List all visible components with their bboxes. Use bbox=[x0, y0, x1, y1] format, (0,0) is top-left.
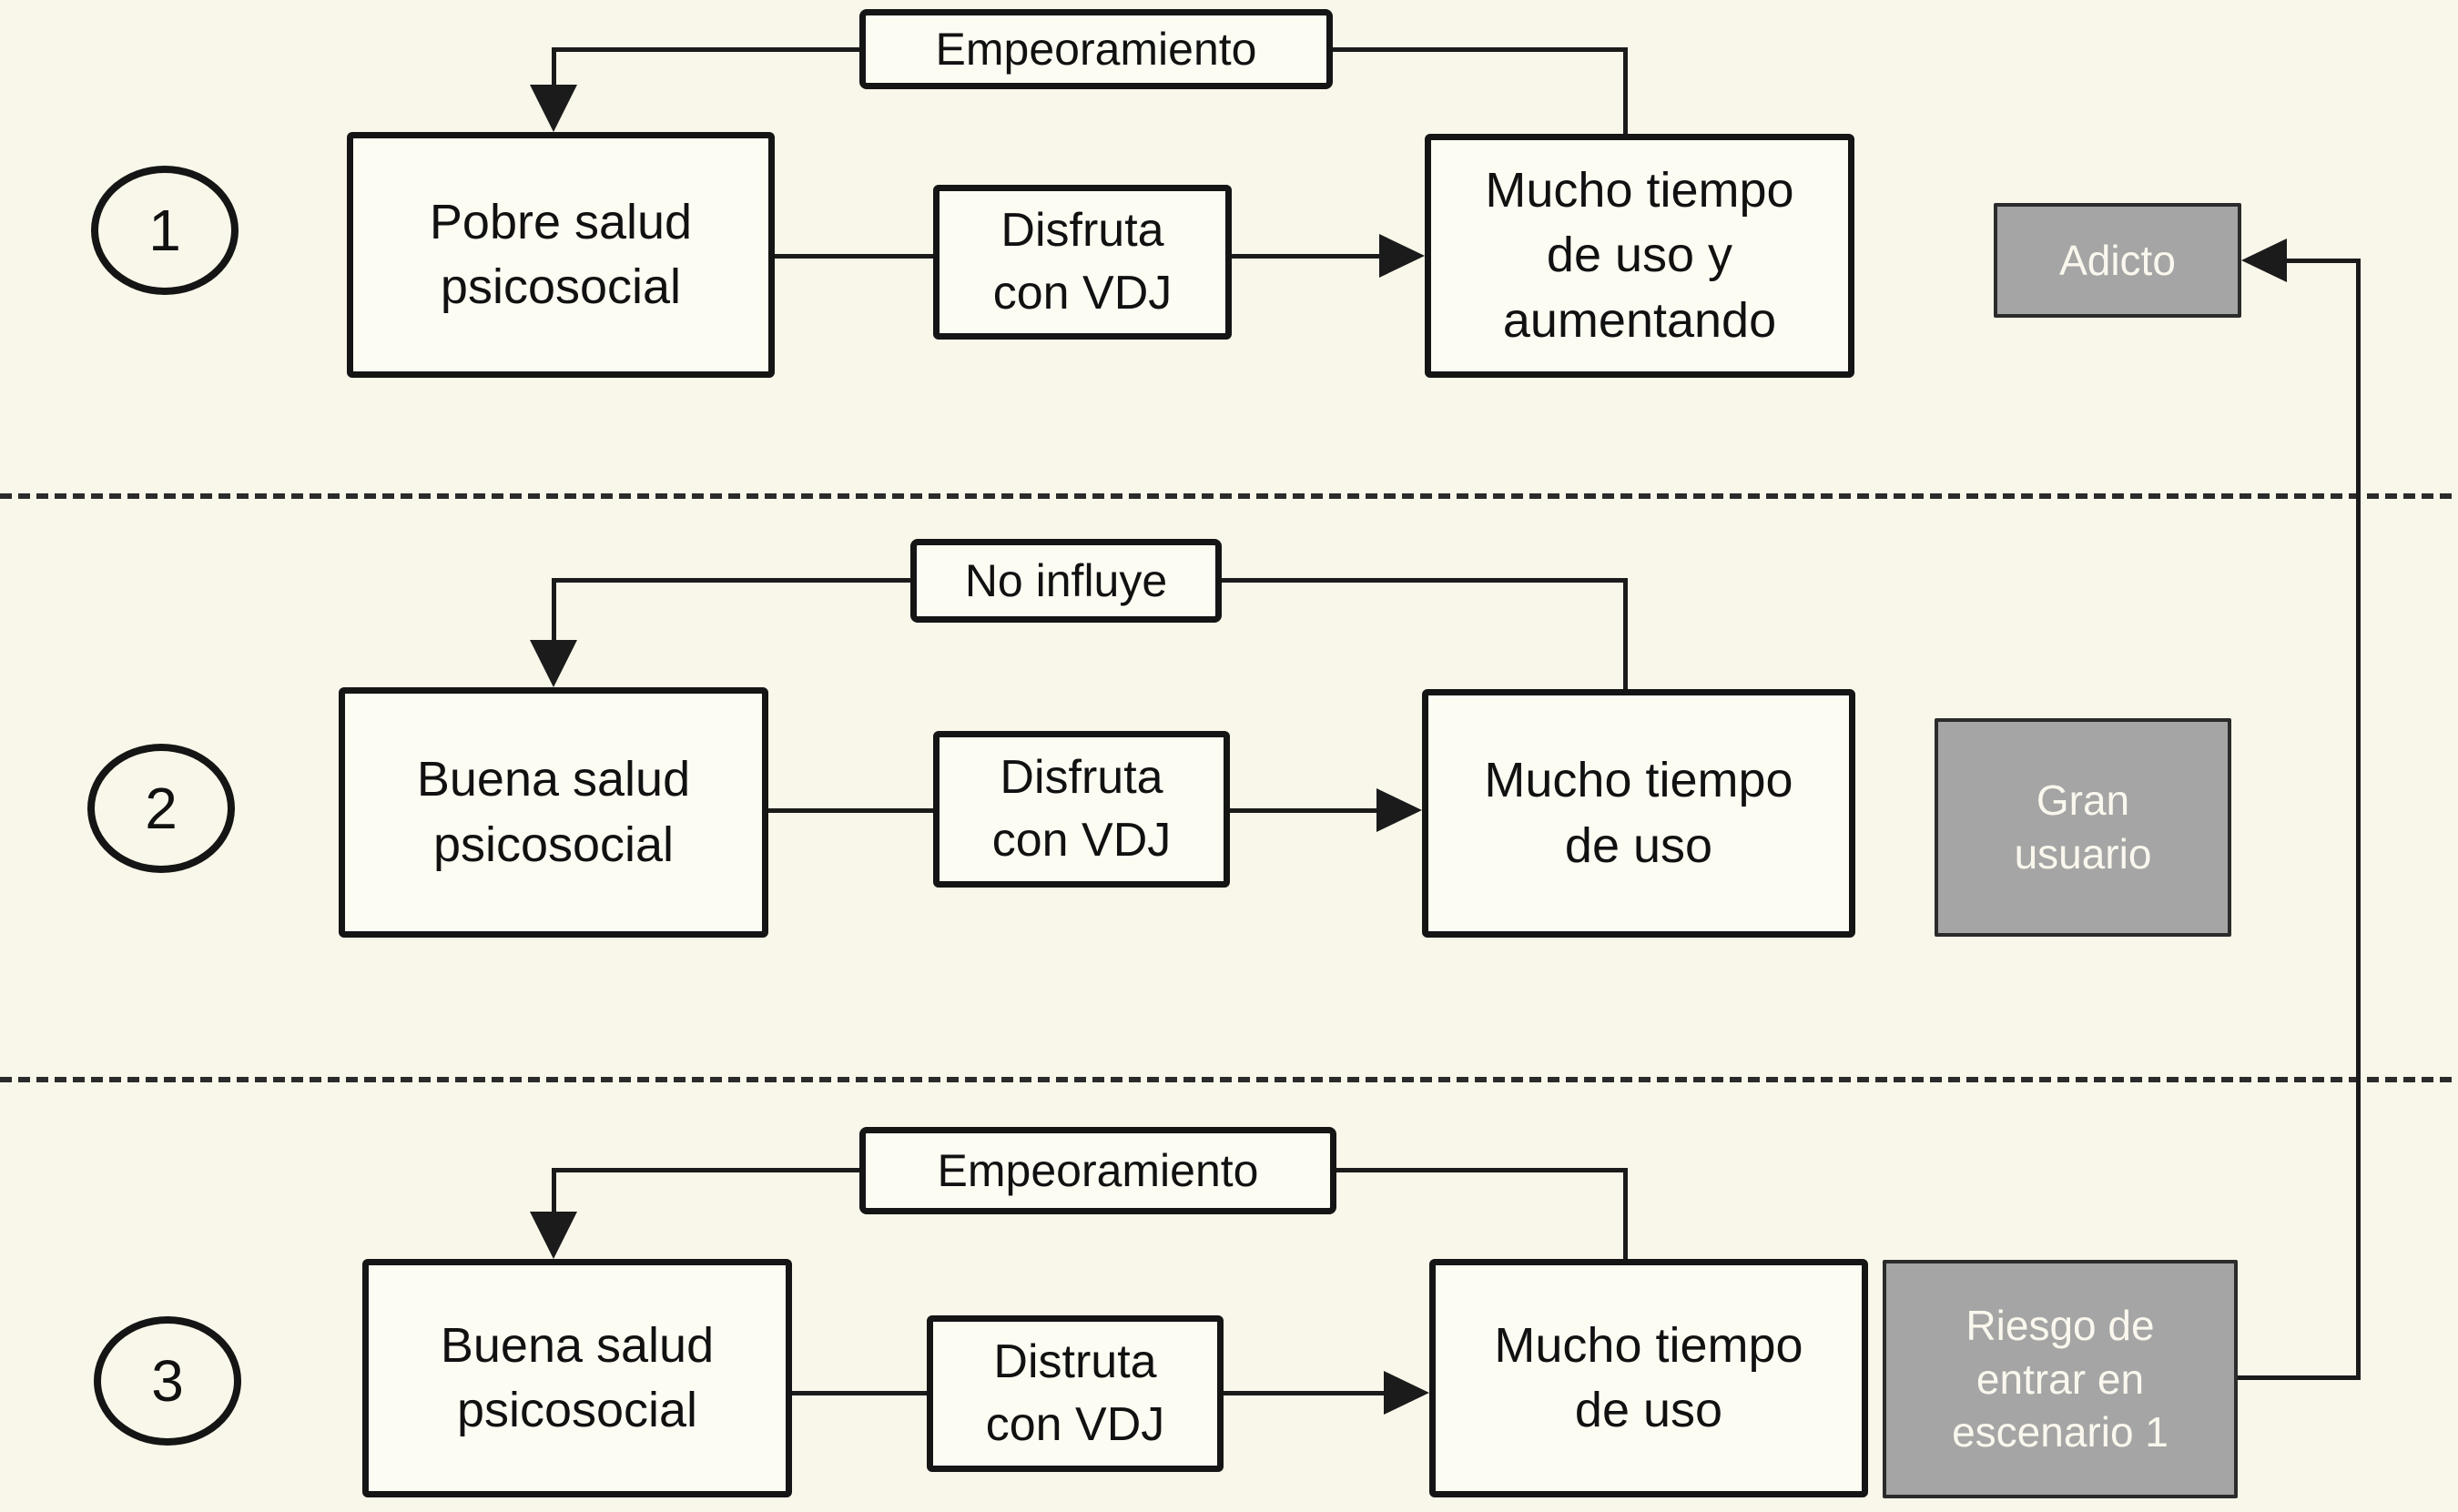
scenario-1-badge: 1 bbox=[91, 166, 239, 295]
scenario-3-connector-2 bbox=[1224, 1391, 1388, 1395]
scenario-2-mediator-box: Disfruta con VDJ bbox=[933, 731, 1230, 888]
scenario-1-feedback-label: Empeoramiento bbox=[935, 23, 1257, 75]
scenario-3-outcome-label: Mucho tiempo de uso bbox=[1494, 1317, 1803, 1437]
scenario-3-badge: 3 bbox=[94, 1316, 241, 1446]
scenario-2-feedback-label: No influye bbox=[964, 554, 1168, 606]
scenario-1-feedback-line-left bbox=[554, 47, 859, 52]
scenario-2-feedback-line-right bbox=[1222, 578, 1628, 583]
scenario-1-outcome-label: Mucho tiempo de uso y aumentando bbox=[1485, 163, 1794, 348]
riesgo-to-adicto-line-vertical bbox=[2356, 259, 2361, 1380]
scenario-1-source-box: Pobre salud psicosocial bbox=[347, 132, 775, 378]
scenario-3-feedback-box: Empeoramiento bbox=[859, 1127, 1336, 1214]
scenario-2-result-label: Gran usuario bbox=[2014, 776, 2152, 878]
scenario-1-connector-arrowhead-icon bbox=[1379, 234, 1425, 278]
scenario-1-connector-2 bbox=[1232, 254, 1381, 259]
scenario-2-feedback-line-right-drop bbox=[1623, 578, 1628, 689]
scenario-3-number: 3 bbox=[151, 1348, 184, 1414]
scenario-3-source-box: Buena salud psicosocial bbox=[362, 1259, 792, 1497]
separator-line-1 bbox=[0, 493, 2458, 499]
scenario-2-badge: 2 bbox=[87, 744, 235, 873]
scenario-2-connector-arrowhead-icon bbox=[1376, 788, 1422, 832]
scenario-3-connector-1 bbox=[792, 1391, 927, 1395]
scenario-2-feedback-line-left bbox=[554, 578, 910, 583]
scenario-2-outcome-label: Mucho tiempo de uso bbox=[1484, 753, 1793, 873]
scenario-2-mediator-label: Disfruta con VDJ bbox=[991, 751, 1172, 867]
scenario-2-result-box: Gran usuario bbox=[1935, 718, 2231, 937]
scenario-2-connector-2 bbox=[1230, 808, 1378, 813]
scenario-1-result-box: Adicto bbox=[1994, 203, 2241, 318]
scenario-2-source-label: Buena salud psicosocial bbox=[416, 752, 691, 872]
scenario-1-feedback-arrowhead-icon bbox=[530, 85, 577, 132]
scenario-1-mediator-box: Disfruta con VDJ bbox=[933, 185, 1232, 340]
scenario-3-feedback-line-right-drop bbox=[1623, 1168, 1628, 1259]
scenario-3-feedback-line-left bbox=[554, 1168, 859, 1172]
scenario-1-feedback-line-left-drop bbox=[552, 47, 556, 88]
scenario-3-mediator-box: Distruta con VDJ bbox=[927, 1315, 1224, 1472]
adicto-arrowhead-icon bbox=[2241, 238, 2287, 282]
scenario-3-result-label: Riesgo de entrar en escenario 1 bbox=[1952, 1301, 2169, 1456]
scenario-2-outcome-box: Mucho tiempo de uso bbox=[1422, 689, 1855, 938]
scenario-3-source-label: Buena salud psicosocial bbox=[440, 1317, 715, 1437]
scenario-3-feedback-line-left-drop bbox=[552, 1168, 556, 1215]
riesgo-output-line bbox=[2238, 1375, 2361, 1380]
scenario-1-mediator-label: Disfruta con VDJ bbox=[992, 204, 1173, 320]
scenario-1-result-label: Adicto bbox=[2059, 236, 2176, 284]
riesgo-to-adicto-line-top bbox=[2287, 259, 2361, 263]
scenario-3-connector-arrowhead-icon bbox=[1384, 1371, 1429, 1415]
scenario-3-feedback-label: Empeoramiento bbox=[937, 1144, 1259, 1196]
separator-line-2 bbox=[0, 1077, 2458, 1082]
scenario-2-feedback-line-left-drop bbox=[552, 578, 556, 644]
scenario-1-feedback-line-right-drop bbox=[1623, 47, 1628, 134]
scenario-1-number: 1 bbox=[148, 198, 181, 263]
scenario-2-source-box: Buena salud psicosocial bbox=[339, 687, 768, 938]
scenario-3-result-box: Riesgo de entrar en escenario 1 bbox=[1883, 1260, 2238, 1498]
scenario-1-connector-1 bbox=[775, 254, 933, 259]
scenario-3-feedback-arrowhead-icon bbox=[530, 1212, 577, 1259]
scenario-1-outcome-box: Mucho tiempo de uso y aumentando bbox=[1425, 134, 1854, 378]
scenario-3-outcome-box: Mucho tiempo de uso bbox=[1429, 1259, 1868, 1497]
scenario-3-mediator-label: Distruta con VDJ bbox=[985, 1335, 1165, 1451]
scenario-3-feedback-line-right bbox=[1336, 1168, 1628, 1172]
scenario-2-number: 2 bbox=[145, 776, 178, 841]
scenario-2-feedback-arrowhead-icon bbox=[530, 640, 577, 687]
scenario-2-feedback-box: No influye bbox=[910, 539, 1222, 623]
scenario-1-source-label: Pobre salud psicosocial bbox=[429, 194, 693, 314]
scenario-2-connector-1 bbox=[768, 808, 933, 813]
scenario-1-feedback-line-right bbox=[1333, 47, 1628, 52]
scenario-1-feedback-box: Empeoramiento bbox=[859, 9, 1333, 89]
